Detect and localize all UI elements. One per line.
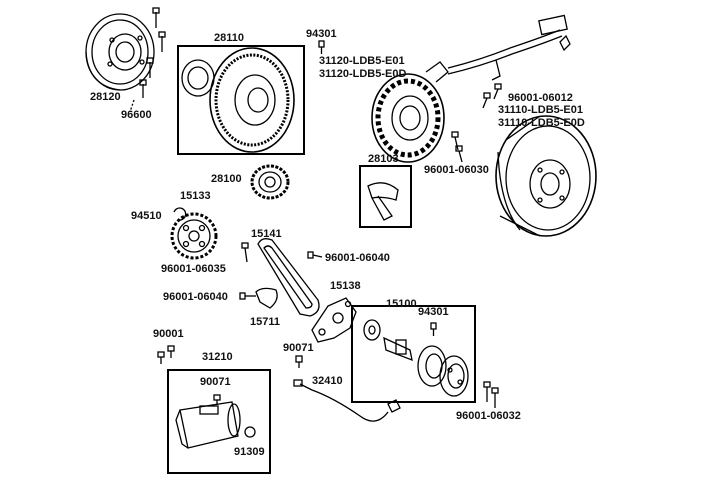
part-label-94301-top: 94301 <box>306 28 337 40</box>
bolt-96001-06040-lower <box>239 292 256 300</box>
part-label-96600: 96600 <box>121 109 152 121</box>
part-label-96001-06040-lower: 96001-06040 <box>163 291 228 303</box>
bolt-96001-06032 <box>483 381 499 408</box>
part-label-31110-e0d: 31110-LDB5-E0D <box>498 117 585 129</box>
part-label-31110-e01: 31110-LDB5-E01 <box>498 104 583 116</box>
chain-guide-15711 <box>255 287 278 309</box>
part-label-96001-06035: 96001-06035 <box>161 263 226 275</box>
starter-gear-part <box>181 47 295 153</box>
part-label-96001-06012: 96001-06012 <box>508 92 573 104</box>
part-label-15133: 15133 <box>180 190 211 202</box>
part-label-31120-e01: 31120-LDB5-E01 <box>319 55 405 67</box>
tensioner-15138 <box>311 297 357 343</box>
assembly-box-28103 <box>359 165 412 228</box>
screw-94301-middle <box>430 322 437 336</box>
part-label-96001-06032: 96001-06032 <box>456 410 521 422</box>
part-label-15100: 15100 <box>386 298 417 310</box>
bolt-90001 <box>157 345 175 364</box>
screw-96001-06012 <box>482 83 502 109</box>
part-label-15711: 15711 <box>250 316 280 328</box>
assembly-box-28110 <box>177 45 305 155</box>
circlip-94510 <box>173 207 187 221</box>
part-label-15138: 15138 <box>330 280 361 292</box>
assembly-box-15100 <box>351 305 476 403</box>
part-label-28103: 28103 <box>368 153 399 165</box>
starter-clutch-15100 <box>363 319 469 397</box>
stator-part <box>371 14 571 163</box>
part-label-90001: 90001 <box>153 328 184 340</box>
bolt-96001-06030 <box>451 131 463 163</box>
part-label-90071-inner: 90071 <box>200 376 231 388</box>
part-label-28120: 28120 <box>90 91 121 103</box>
bolt-96001-06040-upper <box>307 251 323 259</box>
screw-94301-top <box>318 40 325 54</box>
rotor-flywheel-part <box>495 115 597 237</box>
assembly-box-31210 <box>167 369 271 474</box>
part-label-28100: 28100 <box>211 173 242 185</box>
cam-chain-15141 <box>257 238 320 317</box>
spring-part-28103 <box>367 182 399 221</box>
starter-motor-31210 <box>175 394 256 449</box>
bolt-96001-06035 <box>241 242 249 263</box>
part-label-32410: 32410 <box>312 375 343 387</box>
part-label-94510: 94510 <box>131 210 162 222</box>
bolt-set-96600 <box>129 7 166 113</box>
part-label-15141: 15141 <box>251 228 282 240</box>
part-label-31120-e0d: 31120-LDB5-E0D <box>319 68 407 80</box>
part-label-31210: 31210 <box>202 351 233 363</box>
sprocket-15133 <box>170 212 218 260</box>
bolt-90071-outer <box>295 355 303 368</box>
part-label-28110: 28110 <box>214 32 244 44</box>
part-label-90071-outer: 90071 <box>283 342 314 354</box>
part-label-94301-middle: 94301 <box>418 306 449 318</box>
clutch-gear-28100 <box>250 164 290 200</box>
flywheel-ring-part <box>85 13 155 91</box>
part-label-91309: 91309 <box>234 446 265 458</box>
part-label-96001-06040-upper: 96001-06040 <box>325 252 390 264</box>
part-label-96001-06030: 96001-06030 <box>424 164 489 176</box>
